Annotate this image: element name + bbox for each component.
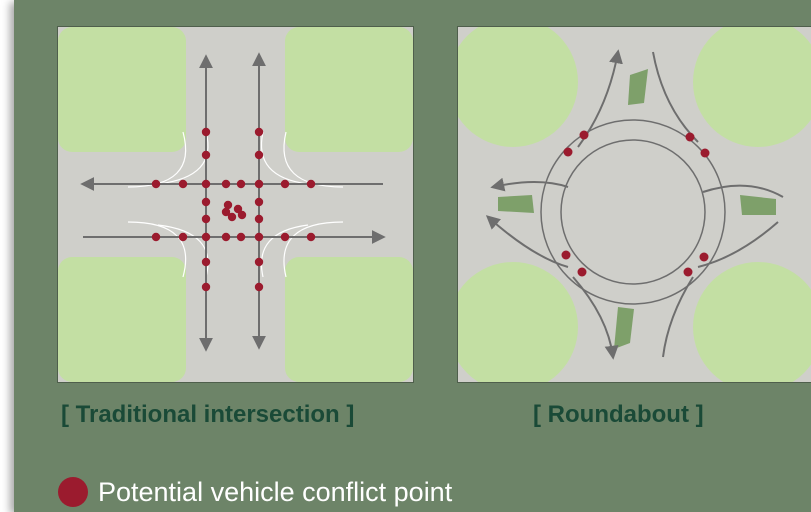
grass-corner-4 [285, 257, 413, 382]
conflict-point-26 [254, 257, 264, 267]
traditional-intersection-panel [57, 26, 414, 383]
traditional-intersection-diagram [58, 27, 413, 382]
conflict-point-4 [254, 150, 264, 160]
conflict-point-28 [254, 282, 264, 292]
splitter-island-south [614, 307, 634, 349]
conflict-point-20 [306, 232, 316, 242]
grass-corner-4 [693, 262, 811, 382]
conflict-point-24 [254, 214, 264, 224]
conflict-point-5 [151, 179, 161, 189]
turning-path-4 [261, 224, 309, 278]
conflict-point-32 [237, 210, 247, 220]
conflict-point-8 [221, 179, 231, 189]
conflict-point-5 [561, 250, 571, 260]
conflict-point-9 [236, 179, 246, 189]
conflict-point-1 [563, 147, 573, 157]
turning-path-7 [127, 221, 187, 278]
splitter-island-east [740, 195, 776, 215]
conflict-point-31 [227, 212, 237, 222]
traffic-flow-3 [490, 177, 569, 192]
conflict-point-17 [236, 232, 246, 242]
legend-label: Potential vehicle conflict point [98, 476, 453, 507]
grass-corner-1 [458, 27, 578, 147]
conflict-point-1 [201, 127, 211, 137]
grass-corner-1 [58, 27, 186, 152]
conflict-point-27 [201, 282, 211, 292]
roundabout-diagram [458, 27, 811, 382]
turning-path-1 [157, 131, 209, 185]
turning-path-5 [127, 131, 187, 188]
roundabout-panel [457, 26, 811, 383]
roundabout-caption: [ Roundabout ] [533, 401, 704, 428]
conflict-point-19 [280, 232, 290, 242]
splitter-island-west [498, 195, 534, 213]
conflict-point-8 [699, 252, 709, 262]
traffic-flow-7 [572, 276, 619, 360]
splitter-island-north [628, 69, 648, 105]
conflict-point-12 [306, 179, 316, 189]
grass-corner-2 [285, 27, 413, 152]
turning-path-2 [261, 131, 309, 185]
grass-corner-3 [458, 262, 578, 382]
conflict-point-21 [201, 197, 211, 207]
conflict-dot-icon [58, 477, 88, 507]
central-island [560, 139, 706, 285]
grass-corner-2 [693, 27, 811, 147]
conflict-point-6 [178, 179, 188, 189]
conflict-point-23 [254, 197, 264, 207]
conflict-point-7 [201, 179, 211, 189]
conflict-point-15 [201, 232, 211, 242]
traffic-flow-5 [485, 215, 569, 268]
traditional-intersection-caption: [ Traditional intersection ] [61, 401, 355, 428]
conflict-point-16 [221, 232, 231, 242]
conflict-point-13 [151, 232, 161, 242]
conflict-point-30 [233, 204, 243, 214]
conflict-point-4 [700, 148, 710, 158]
traffic-flow-8 [662, 276, 694, 358]
conflict-point-2 [579, 130, 589, 140]
grass-corner-3 [58, 257, 186, 382]
conflict-point-10 [254, 179, 264, 189]
conflict-point-11 [280, 179, 290, 189]
conflict-point-14 [178, 232, 188, 242]
legend: Potential vehicle conflict point [58, 472, 452, 512]
conflict-point-29 [223, 200, 233, 210]
conflict-point-3 [201, 150, 211, 160]
turning-path-3 [157, 224, 209, 278]
conflict-point-33 [221, 207, 231, 217]
conflict-point-7 [683, 267, 693, 277]
turning-path-6 [283, 131, 344, 188]
conflict-point-22 [201, 214, 211, 224]
traffic-flow-6 [697, 221, 779, 268]
conflict-point-6 [577, 267, 587, 277]
traffic-flow-4 [702, 184, 784, 198]
diagram-card: [ Traditional intersection ] [ Roundabou… [14, 0, 811, 512]
conflict-point-3 [685, 132, 695, 142]
conflict-point-2 [254, 127, 264, 137]
turning-path-8 [283, 221, 344, 278]
conflict-point-25 [201, 257, 211, 267]
conflict-point-18 [254, 232, 264, 242]
